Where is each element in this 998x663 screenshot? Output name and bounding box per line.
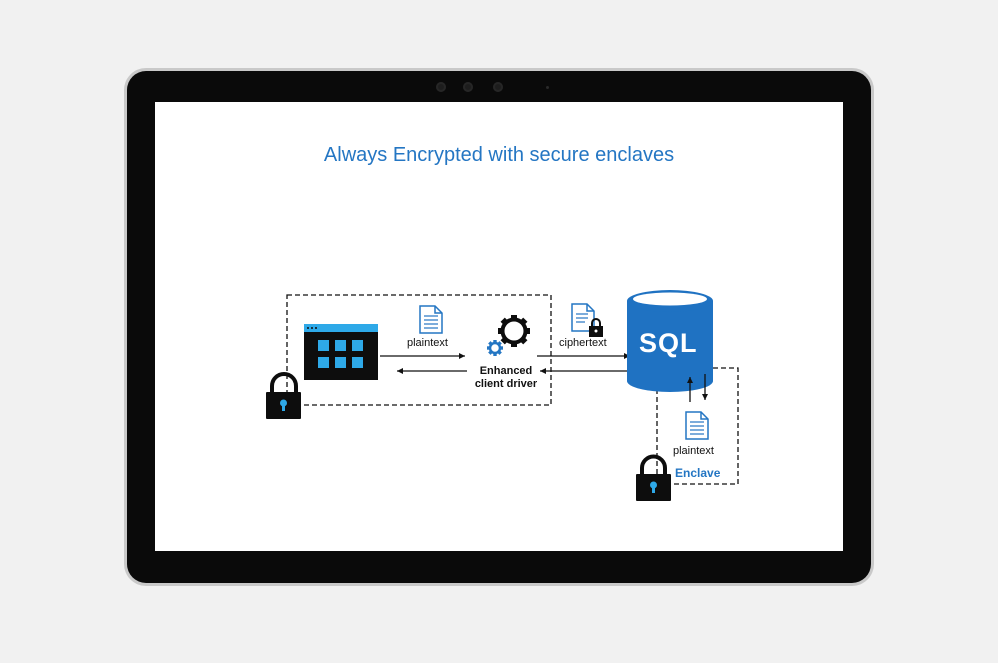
padlock-icon (589, 318, 603, 337)
document-icon (571, 303, 595, 332)
sql-label: SQL (639, 328, 698, 358)
enclave-label: Enclave (675, 466, 721, 480)
document-icon (419, 305, 443, 334)
camera-icon (463, 82, 473, 92)
client-boundary (286, 294, 552, 406)
app-window-icon (304, 324, 378, 380)
gear-icon (487, 315, 530, 356)
slide-screen: Always Encrypted with secure enclaves (155, 102, 843, 551)
document-icon (685, 411, 709, 440)
driver-label-line2: client driver (474, 378, 538, 390)
padlock-icon (636, 454, 671, 501)
padlock-icon (266, 372, 301, 419)
driver-label-line1: Enhanced (479, 365, 533, 377)
driver-label: Enhanced client driver (465, 365, 547, 391)
indicator-light (546, 86, 549, 89)
enclave-plaintext-label: plaintext (673, 445, 714, 457)
encryption-diagram (266, 290, 739, 501)
slide-title: Always Encrypted with secure enclaves (323, 144, 675, 166)
sensor-icon (436, 82, 446, 92)
ciphertext-label: ciphertext (559, 337, 607, 349)
database-icon (627, 290, 713, 392)
sensor-icon (493, 82, 503, 92)
plaintext-label: plaintext (407, 337, 448, 349)
